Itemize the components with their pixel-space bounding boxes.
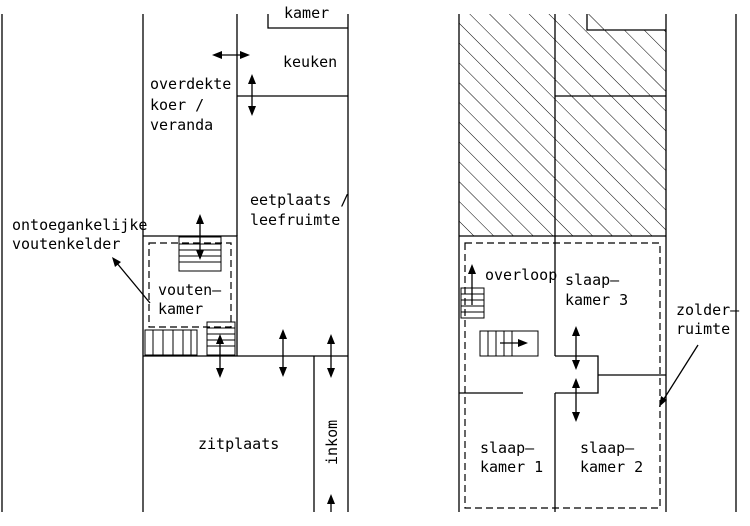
label-slaapkamer1-1: slaap— bbox=[480, 439, 535, 457]
label-zolder-2: ruimte bbox=[676, 320, 730, 338]
upper-dashed-outline bbox=[464, 242, 661, 509]
label-slaapkamer2-2: kamer 2 bbox=[580, 458, 643, 476]
label-voutenkamer-2: kamer bbox=[158, 300, 203, 318]
label-overdekte-2: koer / bbox=[150, 96, 204, 114]
label-keuken: keuken bbox=[283, 53, 337, 71]
label-inkom: inkom bbox=[323, 420, 341, 465]
label-slaapkamer3-1: slaap— bbox=[565, 271, 620, 289]
arrow-stairs-wide bbox=[500, 339, 528, 347]
upper-floor-plan: overloop slaap— kamer 3 zolder— ruimte s… bbox=[458, 14, 740, 512]
leader-zolderruimte bbox=[659, 344, 699, 407]
label-ontoegankelijke-2: voutenkelder bbox=[12, 235, 120, 253]
arrow-stairs-upper bbox=[196, 214, 204, 260]
wall-kamer bbox=[267, 14, 348, 29]
arrow-keuken-horizontal bbox=[212, 51, 250, 59]
hatched-area-right bbox=[555, 14, 666, 236]
label-overloop: overloop bbox=[485, 266, 557, 284]
label-ontoegankelijke-1: ontoegankelijke bbox=[12, 216, 147, 234]
label-slaapkamer2-1: slaap— bbox=[580, 439, 635, 457]
label-slaapkamer1-2: kamer 1 bbox=[480, 458, 543, 476]
arrow-keuken-vertical bbox=[248, 74, 256, 116]
label-eetplaats-1: eetplaats / bbox=[250, 191, 349, 209]
arrow-eetplaats-zitplaats bbox=[279, 329, 287, 377]
label-zolder-1: zolder— bbox=[676, 301, 740, 319]
arrow-eetplaats-inkom bbox=[327, 334, 335, 378]
hatched-area-left bbox=[459, 14, 555, 236]
label-overdekte-3: veranda bbox=[150, 116, 213, 134]
stairs-lower bbox=[144, 321, 236, 356]
wall-voutenkamer bbox=[143, 235, 238, 356]
arrow-slaapkamer3 bbox=[572, 326, 580, 370]
ground-floor-plan: kamer keuken overdekte koer / veranda ee… bbox=[1, 4, 349, 512]
label-slaapkamer3-2: kamer 3 bbox=[565, 291, 628, 309]
arrow-overloop-stairs bbox=[468, 264, 476, 305]
label-overdekte-1: overdekte bbox=[150, 75, 231, 93]
label-eetplaats-2: leefruimte bbox=[250, 211, 340, 229]
arrow-slaapkamer2 bbox=[572, 378, 580, 422]
arrow-inkom-entry bbox=[327, 494, 335, 512]
leader-voutenkelder bbox=[112, 257, 151, 304]
label-kamer: kamer bbox=[284, 4, 329, 22]
arrow-stairs-lower bbox=[216, 334, 224, 378]
voutenkamer-dashed-outline bbox=[148, 242, 232, 328]
label-zitplaats: zitplaats bbox=[198, 435, 279, 453]
label-voutenkamer-1: vouten— bbox=[158, 281, 222, 299]
upper-wall-hatch-notch bbox=[586, 14, 666, 31]
